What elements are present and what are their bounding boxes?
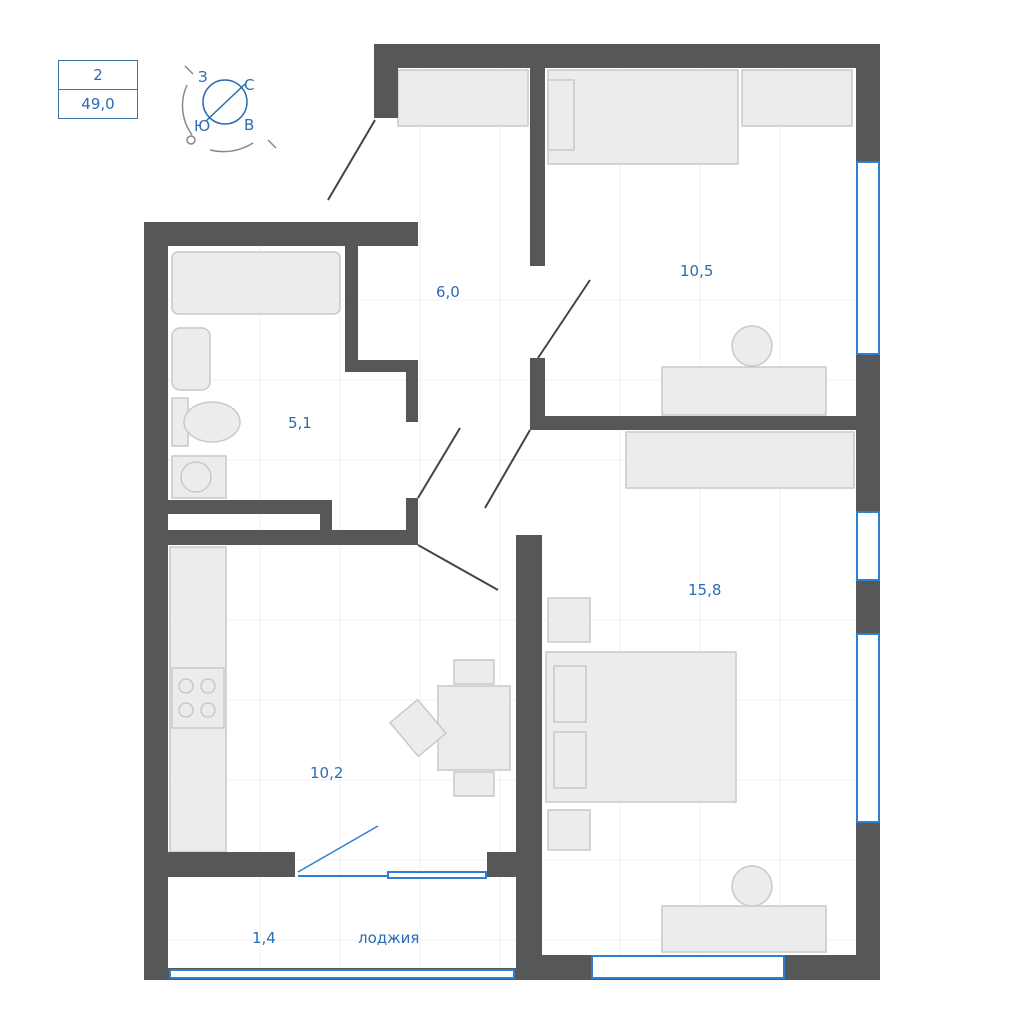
wardrobe-hall [397, 69, 529, 127]
total-area: 49,0 [59, 89, 137, 118]
furniture [169, 69, 855, 953]
room-area-bedroom-large: 15,8 [688, 581, 721, 599]
compass-south: Ю [194, 117, 210, 135]
nightstand [547, 809, 591, 851]
stove [171, 667, 225, 729]
wardrobe-bedroom-large [625, 431, 855, 489]
doors [297, 119, 591, 873]
compass-west: З [198, 68, 208, 86]
chair [731, 325, 773, 367]
walls [144, 44, 880, 980]
compass-icon [181, 65, 277, 153]
apartment-badge: 2 49,0 [58, 60, 138, 119]
desk-small [661, 366, 827, 416]
bed-single [547, 69, 739, 165]
dining-table [437, 685, 511, 771]
toilet [183, 401, 241, 443]
desk-large [661, 905, 827, 953]
nightstand [547, 597, 591, 643]
room-area-kitchen: 10,2 [310, 764, 343, 782]
chair [731, 865, 773, 907]
wardrobe-bedroom-small [741, 69, 853, 127]
room-count: 2 [93, 66, 103, 84]
room-area-bathroom: 5,1 [288, 414, 312, 432]
room-area-bedroom-small: 10,5 [680, 262, 713, 280]
sink [171, 327, 211, 391]
bathtub [171, 251, 341, 315]
room-area-loggia: 1,4 [252, 929, 276, 947]
windows [169, 161, 880, 979]
floor-grid [168, 68, 856, 968]
room-area-hall: 6,0 [436, 283, 460, 301]
room-label-loggia: лоджия [358, 929, 419, 947]
compass-north: С [244, 76, 254, 94]
compass-east: В [244, 116, 254, 134]
